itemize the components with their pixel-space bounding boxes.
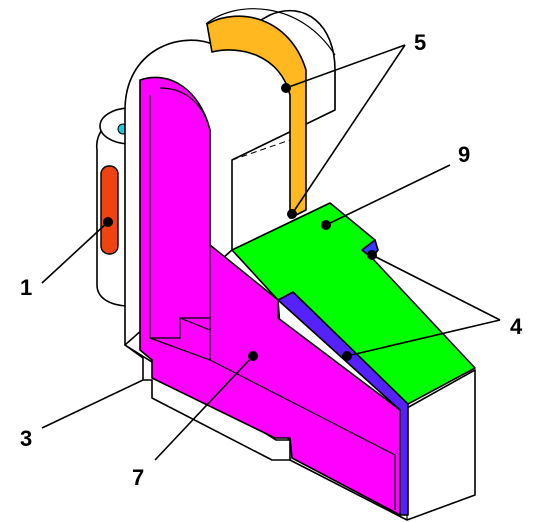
dot-1 [103, 217, 113, 227]
callout-4: 4 [510, 314, 523, 339]
callout-1: 1 [20, 275, 32, 300]
leader-5b [291, 44, 406, 215]
leader-1 [41, 221, 109, 284]
dot-9 [321, 220, 331, 230]
callout-7: 7 [132, 465, 144, 490]
dot-4b [342, 351, 352, 361]
callout-3: 3 [20, 426, 32, 451]
dot-4a [367, 250, 377, 260]
callout-9: 9 [458, 142, 470, 167]
callout-5: 5 [414, 30, 426, 55]
magenta-section-face [139, 76, 401, 516]
orange-band [206, 15, 307, 219]
leader-lines [41, 44, 501, 461]
leader-4a [371, 254, 501, 321]
leader-9 [325, 164, 451, 226]
dot-5b [287, 209, 297, 219]
leader-7 [154, 355, 254, 461]
leader-5a [285, 44, 406, 89]
red-slot [100, 165, 119, 255]
dot-5a [281, 83, 291, 93]
leader-4b [346, 319, 501, 357]
callout-labels: 1 3 4 5 7 9 [20, 30, 523, 490]
dot-7 [248, 351, 258, 361]
leader-3 [41, 379, 144, 429]
